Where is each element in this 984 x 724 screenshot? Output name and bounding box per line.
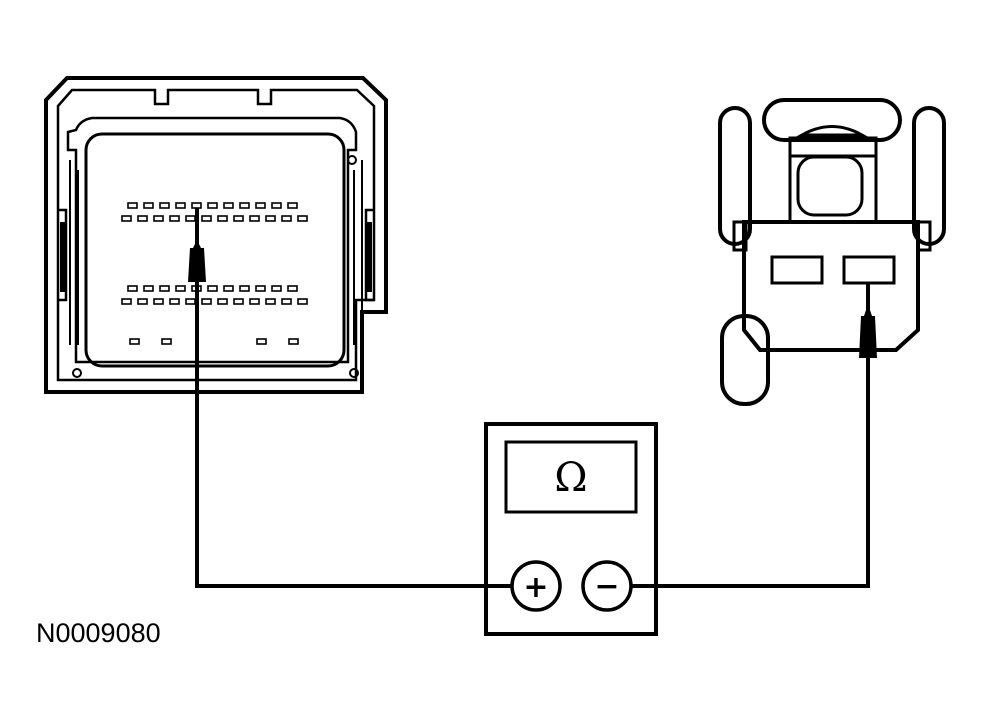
connector-pin-array [121, 202, 308, 345]
connector-pin [175, 202, 186, 209]
connector-pin [191, 202, 202, 209]
connector-pin [129, 338, 140, 345]
connector-pin [169, 215, 180, 222]
connector-pin [137, 298, 148, 305]
connector-pin [288, 338, 299, 345]
test-probe-icon [859, 304, 877, 358]
connector-pin [249, 298, 260, 305]
connector-pin [169, 298, 180, 305]
connector-pin [281, 215, 292, 222]
connector-pin [223, 202, 234, 209]
plus-terminal [510, 560, 562, 612]
connector-pin [217, 215, 228, 222]
connector-pin [255, 202, 266, 209]
connector-pin [159, 285, 170, 292]
minus-terminal-label: − [594, 569, 619, 604]
connector-pin [185, 215, 196, 222]
connector-pin [297, 215, 308, 222]
connector-pin [239, 285, 250, 292]
figure-id-label: N0009080 [36, 618, 161, 648]
connector-pin [161, 338, 172, 345]
connector-pin [271, 285, 282, 292]
meter-display-symbol: Ω [554, 455, 587, 501]
connector-pin [239, 202, 250, 209]
connector-pin [281, 298, 292, 305]
connector-pin [255, 285, 266, 292]
connector-pin [297, 298, 308, 305]
connector-pin [207, 202, 218, 209]
connector-pin [175, 285, 186, 292]
module-connector-icon [44, 76, 388, 394]
minus-terminal [581, 560, 633, 612]
connector-pin [143, 202, 154, 209]
connector-pin [287, 285, 298, 292]
test-lead-wires [195, 208, 870, 588]
connector-pin [127, 202, 138, 209]
test-probe-icon [188, 240, 206, 282]
connector-pin [201, 215, 212, 222]
connector-pin [159, 202, 170, 209]
sensor-connector-icon [718, 98, 946, 406]
connector-pin [143, 285, 154, 292]
connector-pin [223, 285, 234, 292]
connector-pin [256, 338, 267, 345]
connector-pin [121, 298, 132, 305]
connector-pin [127, 285, 138, 292]
connector-pin [287, 202, 298, 209]
plus-terminal-label: + [523, 570, 548, 605]
connector-pin [249, 215, 260, 222]
connector-pin [233, 215, 244, 222]
meter-display [504, 440, 638, 514]
connector-pin [217, 298, 228, 305]
connector-pin [137, 215, 148, 222]
connector-pin [153, 298, 164, 305]
ohmmeter-icon: Ω + − [484, 422, 658, 636]
connector-pin [265, 215, 276, 222]
connector-pin [201, 298, 212, 305]
connector-pin [271, 202, 282, 209]
connector-pin [153, 215, 164, 222]
connector-pin [233, 298, 244, 305]
connector-pin [207, 285, 218, 292]
connector-pin [265, 298, 276, 305]
connector-pin [185, 298, 196, 305]
connector-pin [121, 215, 132, 222]
